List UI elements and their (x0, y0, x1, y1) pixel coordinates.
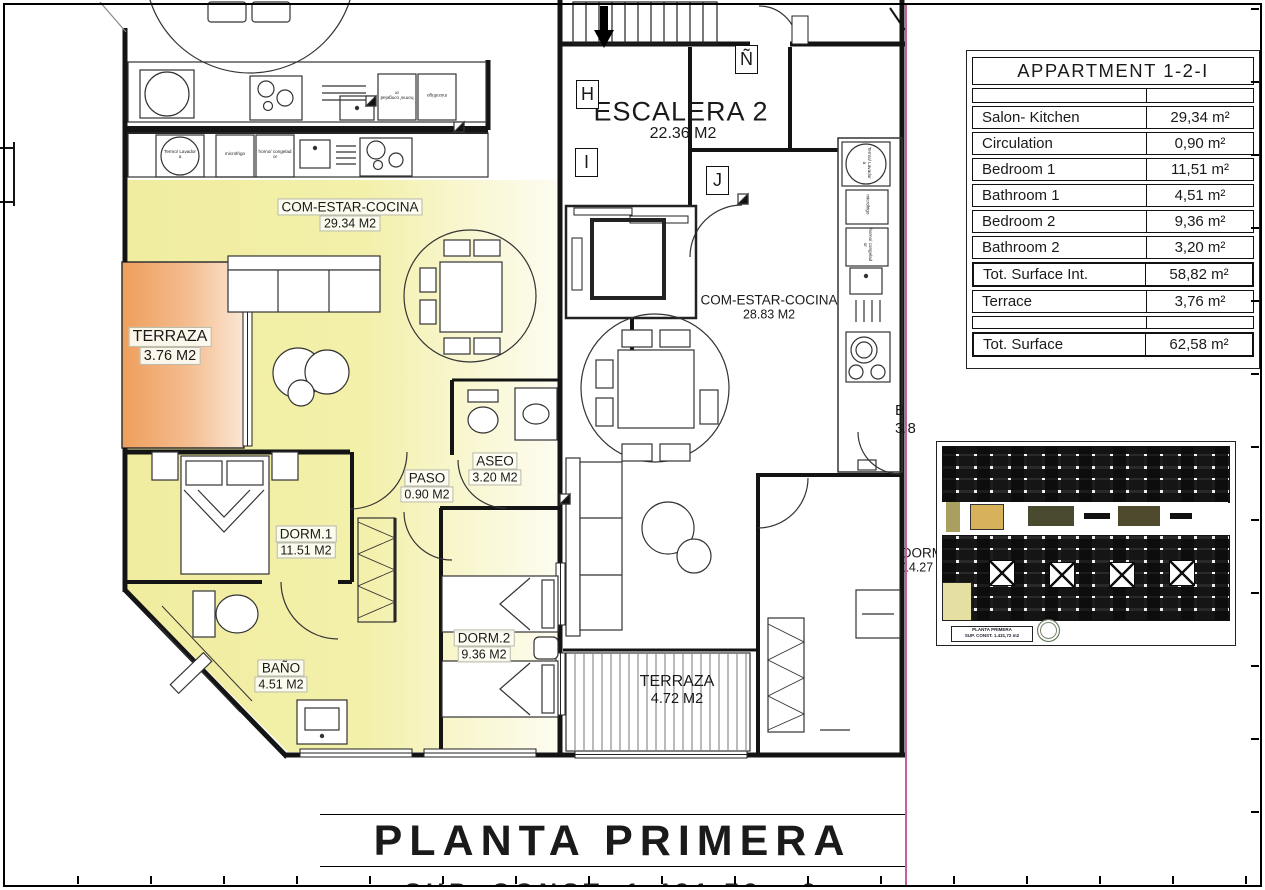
page-title: PLANTA PRIMERA (373, 817, 852, 865)
windows (242, 15, 809, 759)
appliance-label-horno-2: horno/ congelador (380, 90, 414, 101)
marker-I: I (575, 148, 598, 177)
terrace-decking (565, 652, 751, 752)
floor-plan-drawing (0, 0, 906, 759)
appliance-label-horno: horno/ congelador (258, 149, 292, 159)
overview-top-band (942, 446, 1230, 503)
appliance-label-horno-3: horno/ congelador (863, 228, 873, 262)
hatch-marker-icon (364, 94, 749, 505)
marker-N: Ñ (735, 45, 758, 74)
table-spacer-row (972, 88, 1254, 103)
ruler-ticks-right (1251, 6, 1259, 884)
ruler-ticks-bottom (6, 876, 1259, 884)
marker-H: H (576, 80, 599, 109)
overview-highlight-apartment (942, 582, 972, 621)
overview-middle-band (942, 502, 1228, 535)
kitchen-counters (127, 61, 903, 473)
plot-boundary-bottom-line (3, 886, 1262, 887)
plot-boundary-line (905, 3, 907, 886)
table-spacer-row (972, 316, 1254, 329)
room-label-stairs-area: 22.36 M2 (649, 125, 717, 142)
title-rule-bottom (320, 866, 905, 868)
table-row-total-interior: Tot. Surface Int.58,82 m² (972, 262, 1254, 287)
appliance-label-termo-3: Termo/ Lavadora (862, 146, 872, 179)
appliance-label-termo: Termo/ Lavadora (164, 149, 196, 159)
stamp-icon (1037, 619, 1060, 642)
room-label-stairs-name: ESCALERA 2 (593, 96, 769, 127)
door-arcs (280, 5, 901, 640)
appliance-label-micro: microfrigo (224, 151, 246, 156)
area-table-header: APPARTMENT 1-2-I (972, 57, 1254, 85)
appliance-label-micro-2: microfrigo (426, 92, 448, 98)
marker-J: J (706, 166, 729, 195)
stairs-icon (572, 1, 718, 48)
furniture (149, 0, 901, 745)
appliance-label-micro-3: microfrigo (865, 194, 871, 215)
title-rule-top (320, 814, 905, 816)
elevator-icon (564, 204, 698, 320)
